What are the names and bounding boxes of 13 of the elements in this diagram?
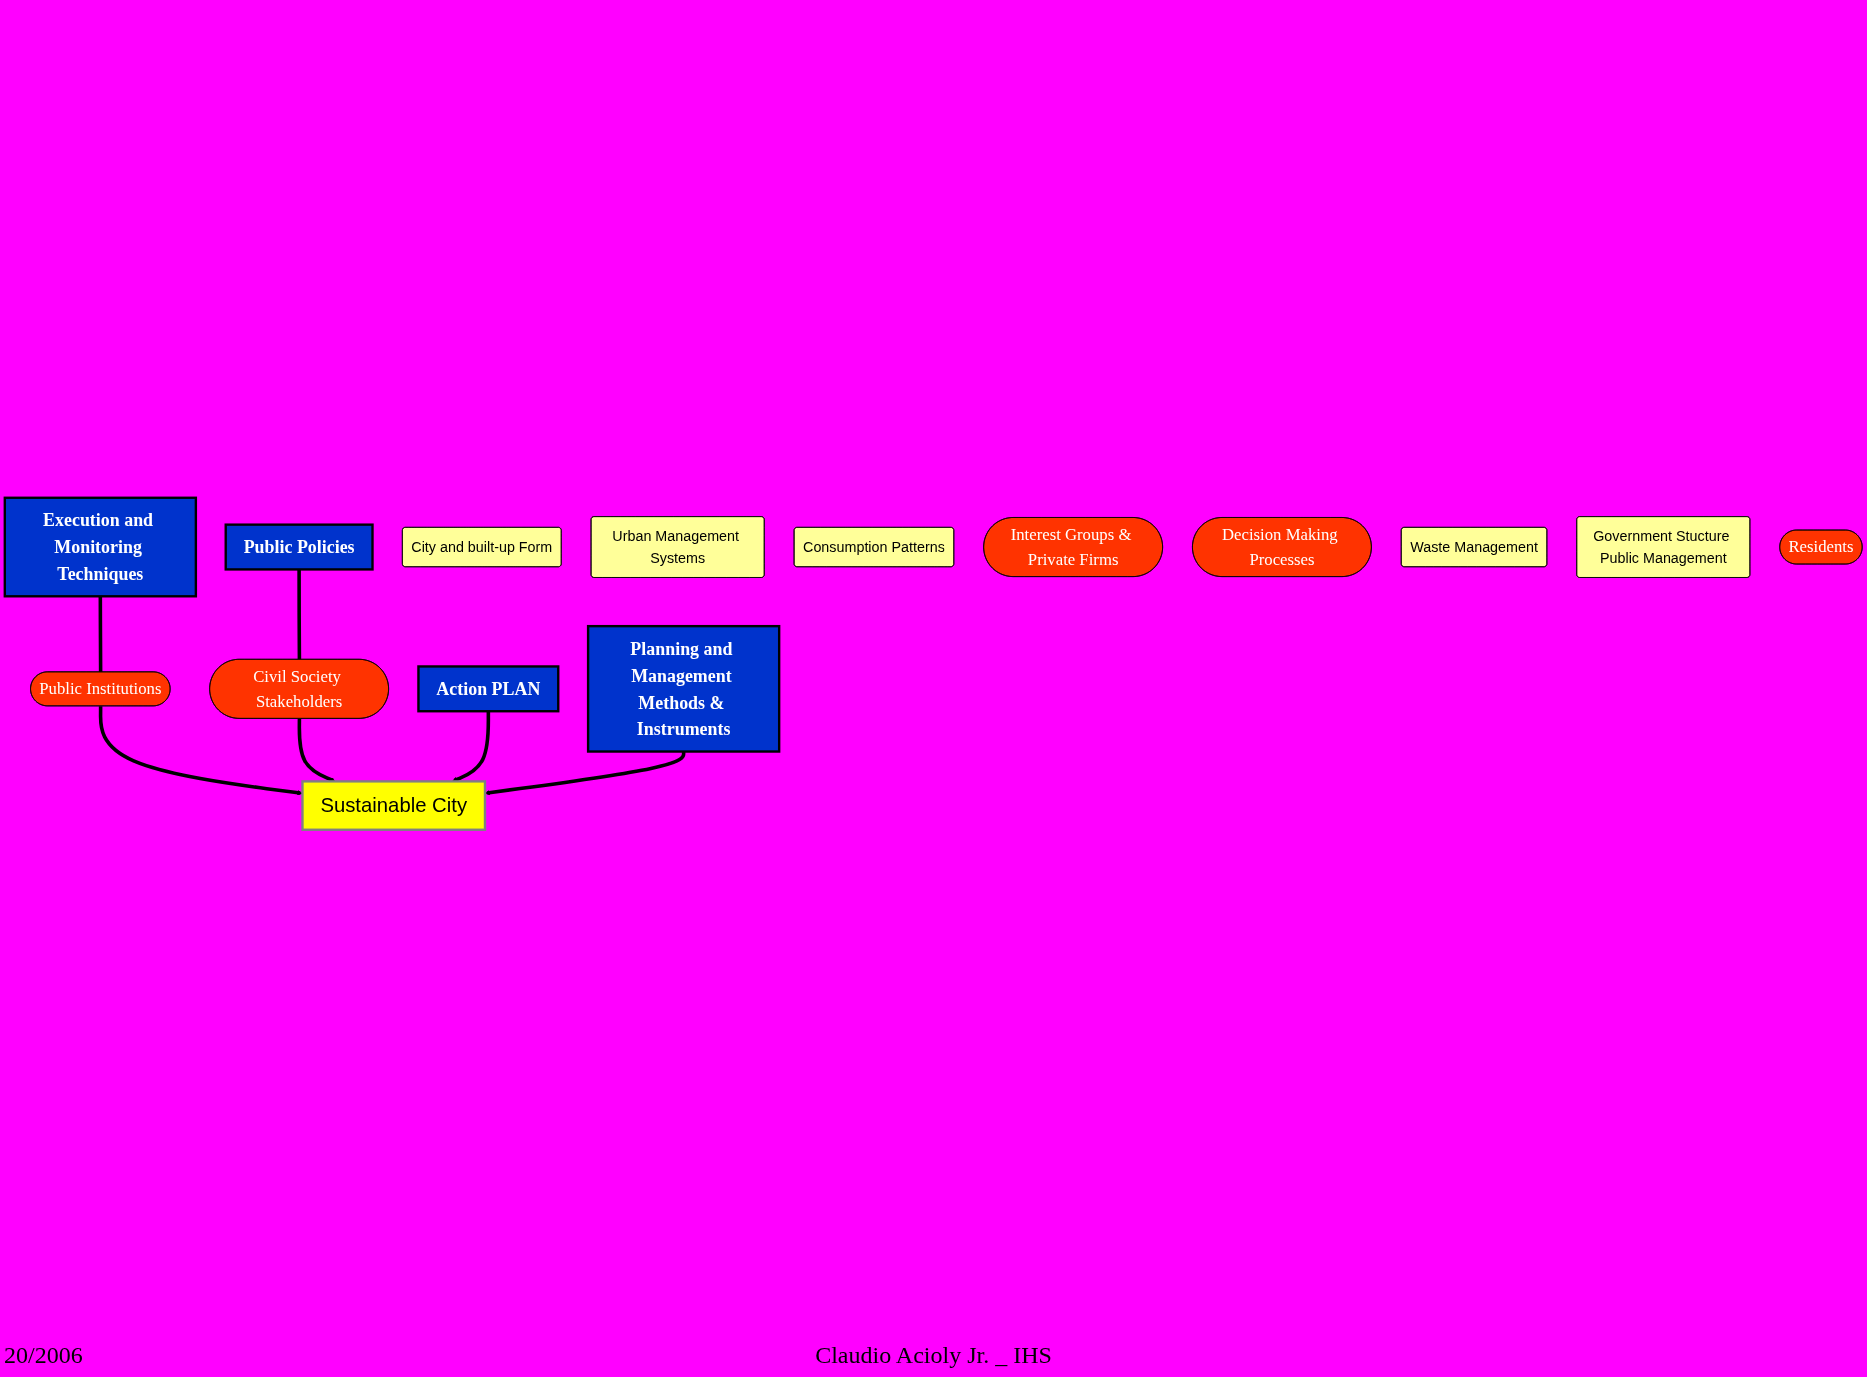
node-box: Planning and Management Methods & Instruments xyxy=(586,624,781,753)
connector xyxy=(297,569,302,660)
node-box: Public Policies xyxy=(224,523,374,571)
arrow xyxy=(98,705,303,796)
footer-credit: Claudio Acioly Jr. _ IHS xyxy=(815,1342,1052,1369)
node-box: Sustainable City xyxy=(301,779,487,831)
arrow xyxy=(484,751,686,795)
node-box: Execution and Monitoring Techniques xyxy=(3,496,198,598)
arrow xyxy=(452,710,491,782)
arrow xyxy=(297,718,336,782)
connector xyxy=(98,596,103,672)
node-box: Action PLAN xyxy=(417,665,560,713)
date-text: 20/2006 xyxy=(4,1342,83,1369)
